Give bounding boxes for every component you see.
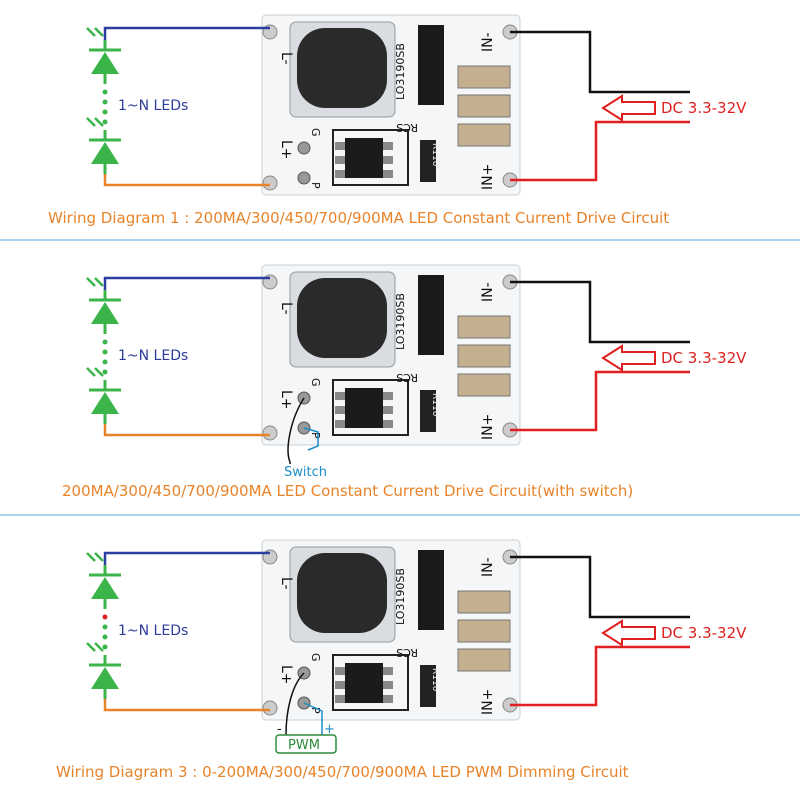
led-dots [102, 339, 108, 375]
orange-wire [103, 420, 270, 437]
pwm-wire-black [285, 672, 305, 736]
arrow-left-icon [601, 94, 656, 122]
resistor-label: R110 [430, 143, 440, 167]
blue-wire [103, 551, 270, 575]
in-minus-label: IN- [480, 282, 496, 302]
led-dots [102, 89, 108, 125]
diagram-2: LO3190SB RCS R110 G P L- L+ IN- IN+ [62, 264, 747, 500]
l-plus-label: L+ [278, 390, 294, 410]
in-minus-label: IN- [480, 32, 496, 52]
rcs-label: RCS [396, 121, 418, 134]
resistor-icon [420, 140, 436, 182]
diagram-caption: 200MA/300/450/700/900MA LED Constant Cur… [62, 482, 633, 500]
orange-wire [103, 695, 270, 712]
resistor-label: R110 [430, 393, 440, 417]
switch-wire-blue [303, 427, 319, 451]
leds-label: 1~N LEDs [118, 98, 188, 114]
pwm-label: PWM [288, 738, 320, 753]
power-label: DC 3.3-32V [661, 99, 747, 117]
mosfet-chip-icon [332, 654, 409, 711]
switch-wire-black [287, 397, 305, 464]
led-diode-icon [85, 116, 123, 176]
inductor-icon [289, 271, 396, 368]
g-pin-label: G [309, 378, 322, 387]
red-wire [510, 645, 690, 707]
l-minus-label: L- [278, 577, 294, 590]
arrow-left-icon [601, 619, 656, 647]
inductor-label: LO3190SB [394, 293, 407, 350]
capacitor-icon [457, 315, 511, 397]
pwm-plus-label: + [324, 722, 335, 737]
red-wire [510, 370, 690, 432]
inductor-label: LO3190SB [394, 568, 407, 625]
black-wire [510, 280, 690, 344]
leds-label: 1~N LEDs [118, 348, 188, 364]
black-wire [510, 555, 690, 619]
blue-wire [103, 276, 270, 300]
inductor-icon [289, 21, 396, 118]
in-plus-label: IN+ [480, 414, 496, 440]
pwm-wire-blue [303, 702, 323, 735]
leds-label: 1~N LEDs [118, 623, 188, 639]
led-diode-icon [85, 641, 123, 701]
red-wire [510, 120, 690, 182]
mosfet-chip-icon [332, 129, 409, 186]
blue-wire [103, 26, 270, 50]
l-minus-label: L- [278, 52, 294, 65]
inductor-icon [289, 546, 396, 643]
pwm-box [275, 734, 337, 754]
p-pin-label: P [309, 432, 322, 439]
diagram-1: LO3190SB RCS R110 G P L- L+ IN- IN+ [48, 14, 747, 227]
orange-wire [103, 170, 270, 187]
capacitor-icon [457, 65, 511, 147]
l-minus-label: L- [278, 302, 294, 315]
led-diode-icon [85, 366, 123, 426]
p-pin-label: P [309, 707, 322, 714]
g-pin-label: G [309, 653, 322, 662]
power-label: DC 3.3-32V [661, 349, 747, 367]
capacitor-icon [457, 590, 511, 672]
resistor-label: R110 [430, 668, 440, 692]
resistor-icon [420, 665, 436, 707]
l-plus-label: L+ [278, 140, 294, 160]
rcs-label: RCS [396, 371, 418, 384]
diagram-caption: Wiring Diagram 1 : 200MA/300/450/700/900… [48, 209, 669, 227]
mosfet-chip-icon [332, 379, 409, 436]
p-pin-label: P [309, 182, 322, 189]
power-label: DC 3.3-32V [661, 624, 747, 642]
diagram-caption: Wiring Diagram 3 : 0-200MA/300/450/700/9… [56, 763, 629, 781]
rcs-label: RCS [396, 646, 418, 659]
inductor-label: LO3190SB [394, 43, 407, 100]
pwm-minus-label: - [277, 722, 282, 737]
switch-label: Switch [284, 465, 327, 480]
l-plus-label: L+ [278, 665, 294, 685]
diagram-3: LO3190SB RCS R110 G P L- L+ IN- IN+ [56, 539, 747, 781]
in-plus-label: IN+ [480, 164, 496, 190]
in-plus-label: IN+ [480, 689, 496, 715]
black-wire [510, 30, 690, 94]
led-dots [102, 614, 108, 650]
g-pin-label: G [309, 128, 322, 137]
in-minus-label: IN- [480, 557, 496, 577]
arrow-left-icon [601, 344, 656, 372]
resistor-icon [420, 390, 436, 432]
